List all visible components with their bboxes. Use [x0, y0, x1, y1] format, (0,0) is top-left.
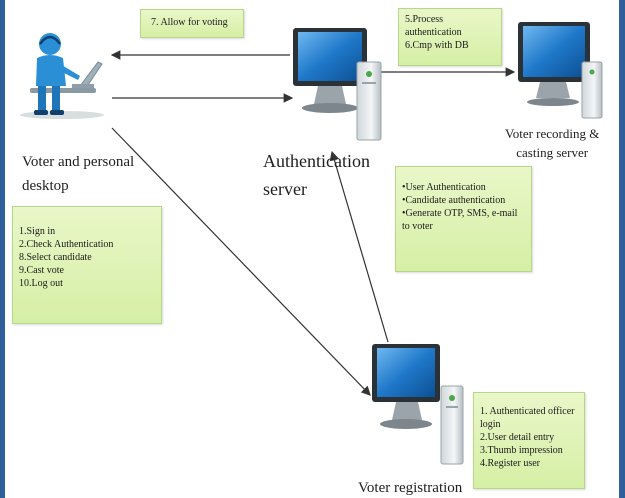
allow-voting-note: 7. Allow for voting: [140, 9, 244, 38]
auth-server-label: Authentication server: [263, 147, 370, 203]
registration-step: 4.Register user: [480, 458, 540, 469]
auth-duty: •Candidate authentication: [402, 195, 506, 206]
auth-duty: •User Authentication: [402, 182, 486, 193]
voter-step: 1.Sign in: [19, 226, 56, 237]
auth-server-label-line1: Authentication: [263, 151, 370, 171]
registration-computer-icon: [372, 344, 464, 465]
voter-step: 9.Cast vote: [19, 265, 64, 276]
process-step: authentication: [405, 27, 462, 38]
recording-server-label-line1: Voter recording &: [505, 126, 600, 141]
arrow-voter-to-registration: [111, 127, 371, 396]
recording-server-computer-icon: [518, 22, 603, 119]
voter-step: 8.Select candidate: [19, 252, 92, 263]
voter-step: 2.Check Authentication: [19, 239, 114, 250]
auth-duties-note: •User Authentication •Candidate authenti…: [395, 166, 532, 272]
arrow-registration-to-auth: [329, 150, 389, 343]
auth-duty: to voter: [402, 221, 433, 232]
registration-label-text: Voter registration: [358, 480, 463, 496]
recording-server-label-line2: casting server: [516, 145, 589, 160]
registration-step: 3.Thumb impression: [480, 445, 563, 456]
voter-label-line1: Voter and personal: [22, 154, 135, 170]
process-step: 6.Cmp with DB: [405, 40, 469, 51]
registration-label: Voter registration: [358, 478, 462, 498]
voter-label: Voter and personal desktop: [22, 150, 134, 198]
registration-step: 1. Authenticated officer: [480, 406, 575, 417]
process-step: 5.Process: [405, 14, 444, 25]
voter-step: 10.Log out: [19, 278, 63, 289]
auth-server-label-line2: server: [263, 179, 307, 199]
voter-steps-note: 1.Sign in 2.Check Authentication 8.Selec…: [12, 206, 162, 324]
registration-step: 2.User detail entry: [480, 432, 555, 443]
auth-duty: •Generate OTP, SMS, e-mail: [402, 208, 518, 219]
registration-step: login: [480, 419, 501, 430]
registration-steps-note: 1. Authenticated officer login 2.User de…: [473, 392, 585, 489]
allow-voting-text: 7. Allow for voting: [151, 17, 228, 28]
auth-server-computer-icon: [293, 28, 382, 141]
process-authentication-note: 5.Process authentication 6.Cmp with DB: [398, 8, 502, 66]
recording-server-label: Voter recording & casting server: [505, 124, 599, 162]
voter-label-line2: desktop: [22, 178, 69, 194]
voter-person-icon: [20, 33, 104, 119]
